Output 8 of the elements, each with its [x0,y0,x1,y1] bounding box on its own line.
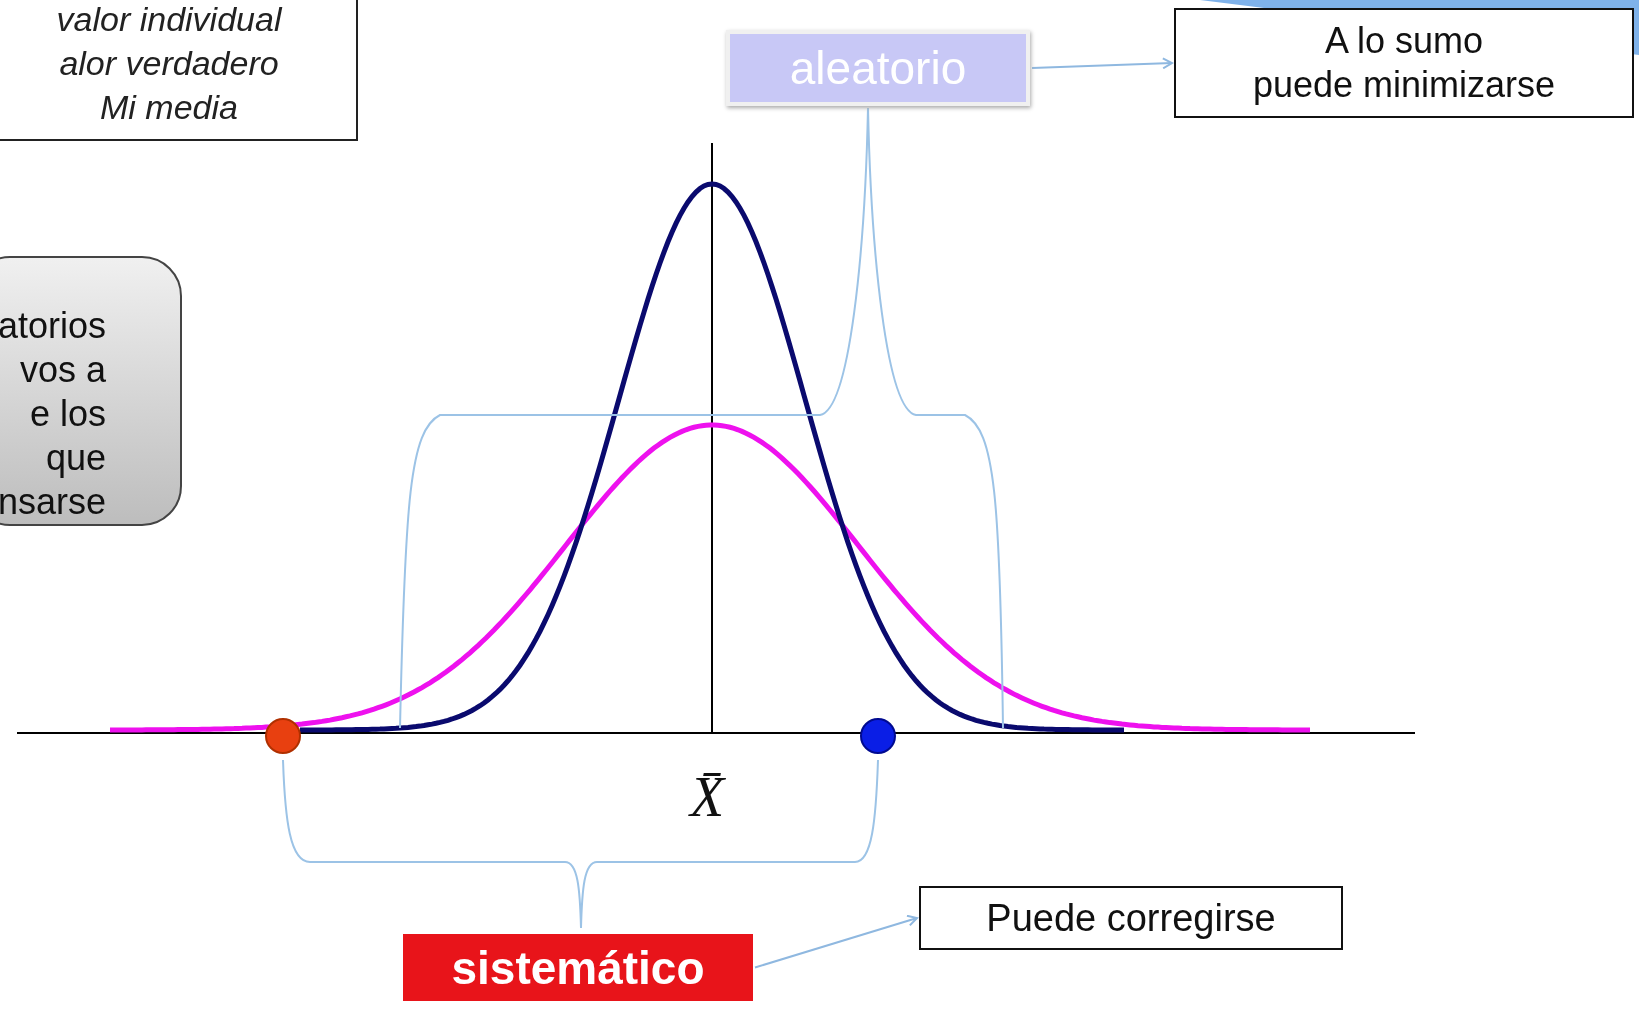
text-box: A lo sumo puede minimizarse [1174,8,1634,118]
arrow [754,914,918,969]
text-box: Puede corregirse [919,886,1343,950]
text-box: valor individual alor verdadero Mi media [0,0,358,141]
rounded-box: atorios vos a e los que nsarse [0,256,182,526]
mean-symbol: X̄ [690,765,725,829]
label-box: sistemático [403,934,753,1001]
arrow [1031,57,1173,70]
